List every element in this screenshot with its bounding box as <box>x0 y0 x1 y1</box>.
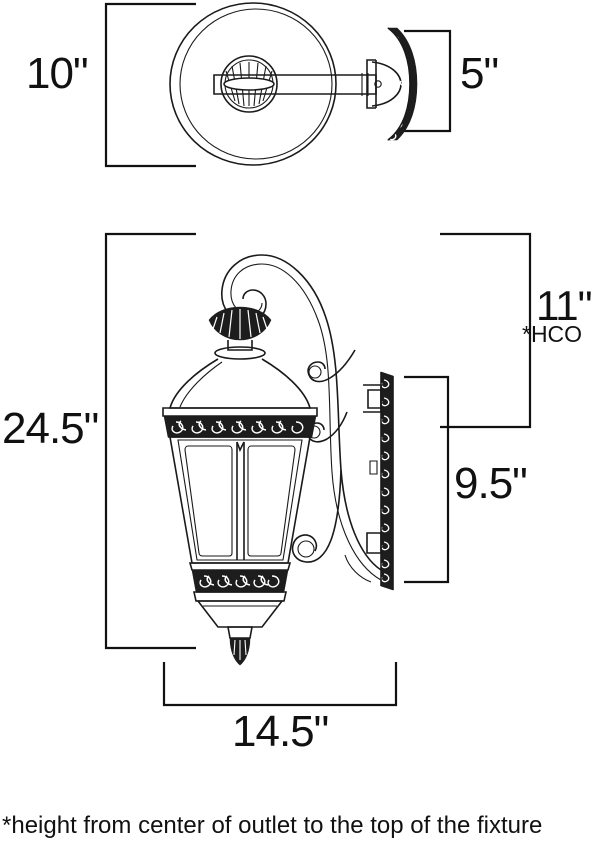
dimension-bracket-145in <box>162 662 398 707</box>
dimension-label-24-5in: 24.5" <box>2 404 99 453</box>
side-view-group <box>104 232 532 707</box>
lantern-glass-body <box>169 436 311 564</box>
dimension-bracket-10in <box>104 2 196 168</box>
dimension-label-14-5in: 14.5" <box>232 707 329 756</box>
top-view-backplate <box>366 27 418 141</box>
dimension-bracket-95in <box>404 375 450 584</box>
dimension-bracket-245in <box>104 232 196 650</box>
lantern-dome <box>168 346 312 409</box>
scroll-arm <box>221 254 382 583</box>
dimension-bracket-5in <box>404 29 452 133</box>
bottom-finial <box>196 600 284 666</box>
top-view-group <box>104 2 452 168</box>
lower-ornament-band <box>188 562 292 602</box>
dimension-label-hco-note: *HCO <box>522 321 583 347</box>
side-backplate <box>366 371 394 591</box>
footnote-text: *height from center of outlet to the top… <box>2 812 543 839</box>
top-view-shade-circle <box>169 2 337 166</box>
dimension-bracket-11in <box>440 232 532 429</box>
upper-ornament-band <box>162 407 318 438</box>
top-finial <box>208 306 272 351</box>
dimension-label-9-5in: 9.5" <box>454 459 528 508</box>
top-view-rosette <box>220 55 278 113</box>
arm-backplate-joint <box>363 384 382 413</box>
dimension-label-5in: 5" <box>460 49 499 98</box>
dimension-label-11in: 11" <box>536 282 593 329</box>
dimension-label-10in: 10" <box>26 49 89 98</box>
